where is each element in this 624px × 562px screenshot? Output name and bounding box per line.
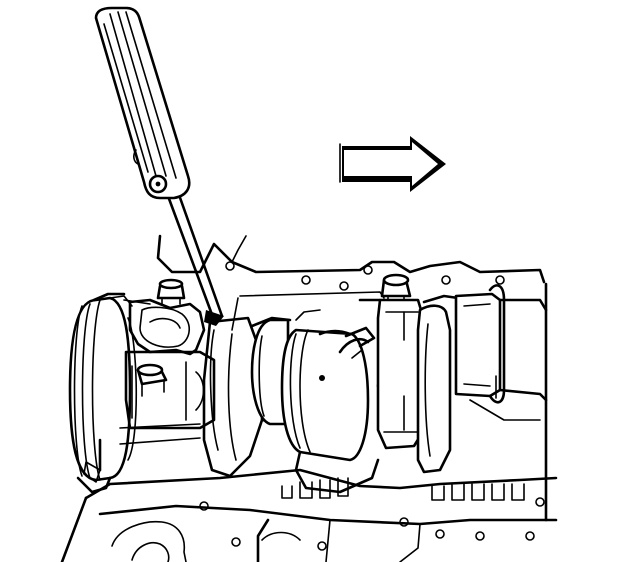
- thrust-bearing: [338, 326, 376, 359]
- damper-pulley: [68, 292, 151, 494]
- main-bearing-cap: [281, 477, 525, 501]
- cap-bolt: [156, 278, 186, 305]
- pry-bar: [94, 6, 224, 326]
- crankshaft: [202, 282, 548, 522]
- cap-bolt: [136, 363, 168, 397]
- cap-bolt: [380, 273, 412, 303]
- direction-arrow-right-icon: [339, 136, 446, 192]
- front-main-bearing-cap: [124, 298, 216, 430]
